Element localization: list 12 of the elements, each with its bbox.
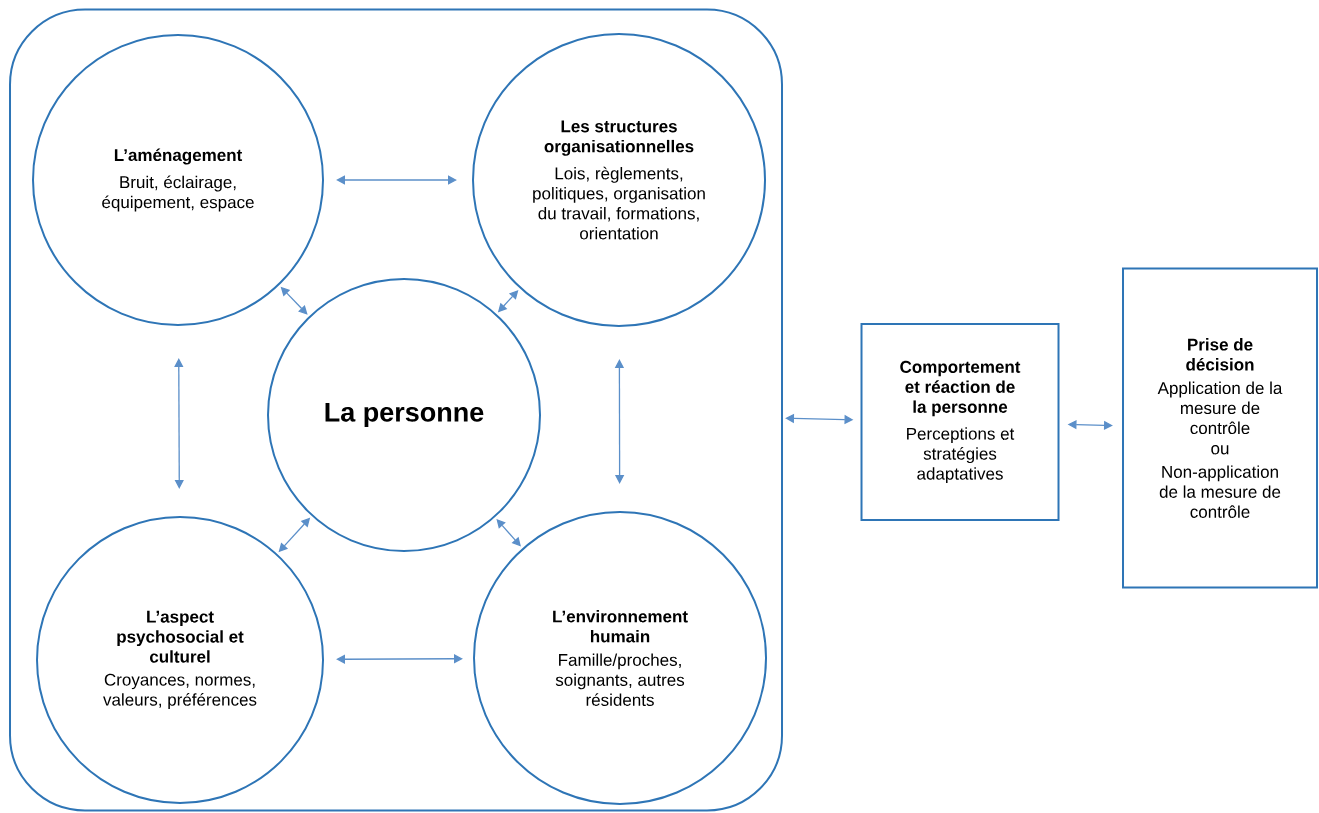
text-box: Prise de décision Application de la mesure de contrôle ou Non-application de la mesure de contrôle xyxy=(1122,267,1318,589)
circle-node: L’environnement humain Famille/proches, soignants, autres résidents xyxy=(473,511,767,805)
arrow xyxy=(614,359,625,484)
circle-node: L’aménagement Bruit, éclairage, équipement, espace xyxy=(32,34,324,326)
text-box: Comportement et réaction de la personne Perceptions et stratégies adaptatives xyxy=(860,323,1060,521)
arrow xyxy=(336,175,457,185)
circle-node: Les structures organisationnelles Lois, règlements, politiques, organisation du travail, formations, orientation xyxy=(472,33,766,327)
circle-node: L’aspect psychosocial et culturel Croyances, normes, valeurs, préférences xyxy=(36,516,324,804)
arrow xyxy=(174,358,184,489)
rounded-frame xyxy=(9,8,783,812)
arrow xyxy=(336,654,463,664)
circle-node: La personne xyxy=(267,278,541,552)
